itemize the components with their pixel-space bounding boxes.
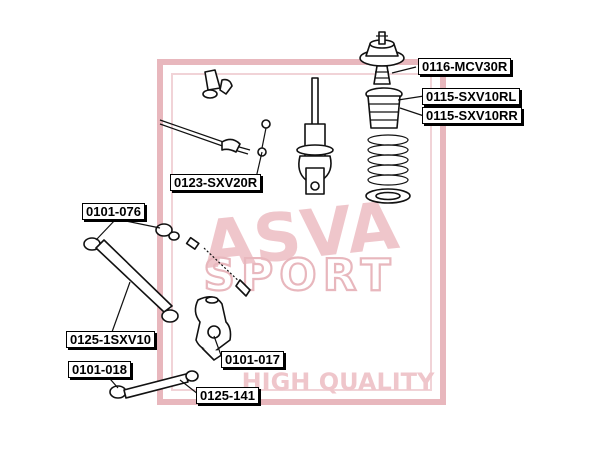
bottom-arm-drawing <box>109 370 199 399</box>
part-label-0101-076[interactable]: 0101-076 <box>82 203 145 220</box>
coil-spring-drawing <box>365 134 411 204</box>
watermark: ASVA SPORT HIGH QUALITY <box>157 59 446 405</box>
strut-mount-drawing <box>359 31 405 67</box>
bump-stop-drawing <box>373 65 391 85</box>
watermark-tagline: HIGH QUALITY <box>242 368 435 396</box>
part-label-0125-1sxv10[interactable]: 0125-1SXV10 <box>66 331 155 348</box>
stabilizer-bar-drawing <box>159 69 271 157</box>
strut-drawing <box>296 77 334 195</box>
part-label-0115-sxv10rl[interactable]: 0115-SXV10RL <box>422 88 521 105</box>
part-label-0123-sxv20r[interactable]: 0123-SXV20R <box>170 174 262 191</box>
part-label-0125-141[interactable]: 0125-141 <box>196 387 259 404</box>
lateral-link-drawing <box>83 223 251 323</box>
leader-lines <box>95 66 425 395</box>
part-label-0115-sxv10rr[interactable]: 0115-SXV10RR <box>422 107 522 124</box>
watermark-subbrand: SPORT <box>203 250 396 301</box>
dust-boot-drawing <box>365 87 403 129</box>
part-label-0101-018[interactable]: 0101-018 <box>68 361 131 378</box>
part-label-0101-017[interactable]: 0101-017 <box>221 351 284 368</box>
part-label-0116-mcv30r[interactable]: 0116-MCV30R <box>418 58 512 75</box>
